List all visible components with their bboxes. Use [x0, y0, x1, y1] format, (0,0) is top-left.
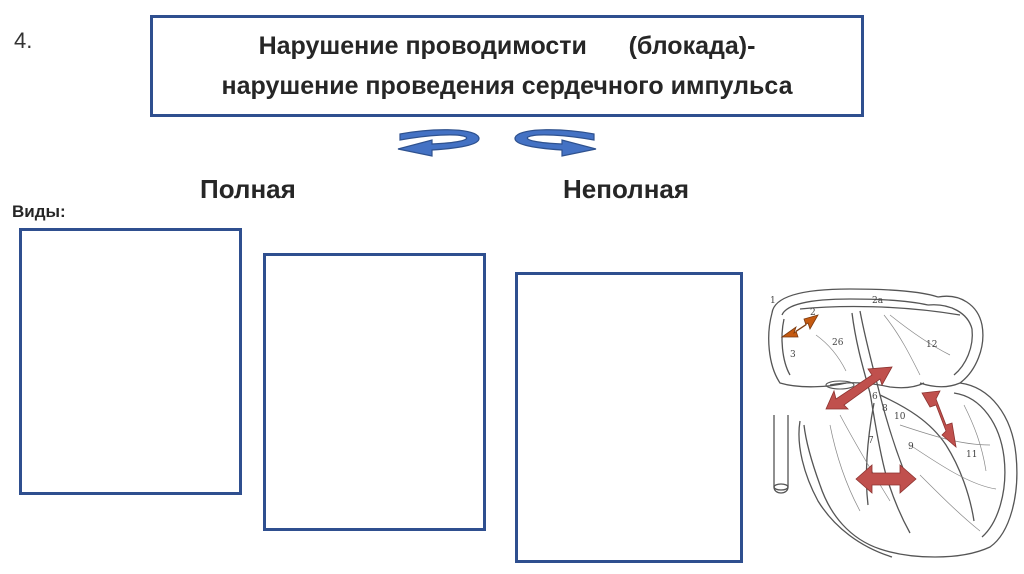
label-complete: Полная: [200, 174, 296, 204]
empty-box-3: [515, 272, 743, 563]
heart-diagram: 1 2 2а 26 3 12 6 8 10 7 9 11: [768, 288, 1018, 558]
diagram-label: 12: [926, 340, 937, 350]
diagram-label: 11: [966, 450, 977, 460]
red-double-arrow-right-icon: [921, 390, 957, 449]
empty-box-1: [19, 228, 242, 495]
diagram-label: 6: [872, 392, 878, 402]
diagram-label: 9: [908, 442, 914, 452]
diagram-label: 3: [790, 350, 796, 360]
orange-double-arrow-icon: [780, 314, 819, 338]
red-double-arrow-upper-icon: [825, 366, 893, 410]
label-incomplete: Неполная: [563, 174, 690, 204]
diagram-label: 2а: [872, 296, 884, 306]
diagram-label: 2: [810, 308, 816, 318]
slide-number: 4.: [14, 28, 33, 53]
title-box: Нарушение проводимости (блокада)- наруше…: [150, 15, 864, 117]
label-kinds: Виды:: [12, 202, 66, 221]
diagram-label: 26: [832, 338, 844, 348]
curved-arrow-left-icon: [397, 129, 480, 157]
title-line-2: нарушение проведения сердечного импульса: [221, 72, 793, 100]
curved-arrow-right-icon: [514, 129, 597, 157]
diagram-label: 8: [882, 404, 888, 414]
empty-box-2: [263, 253, 486, 531]
red-double-arrow-lower-icon: [855, 464, 917, 494]
diagram-label: 7: [868, 436, 874, 446]
diagram-label: 1: [770, 296, 776, 306]
title-line-1: Нарушение проводимости (блокада)-: [258, 32, 756, 60]
diagram-label: 10: [894, 412, 906, 422]
